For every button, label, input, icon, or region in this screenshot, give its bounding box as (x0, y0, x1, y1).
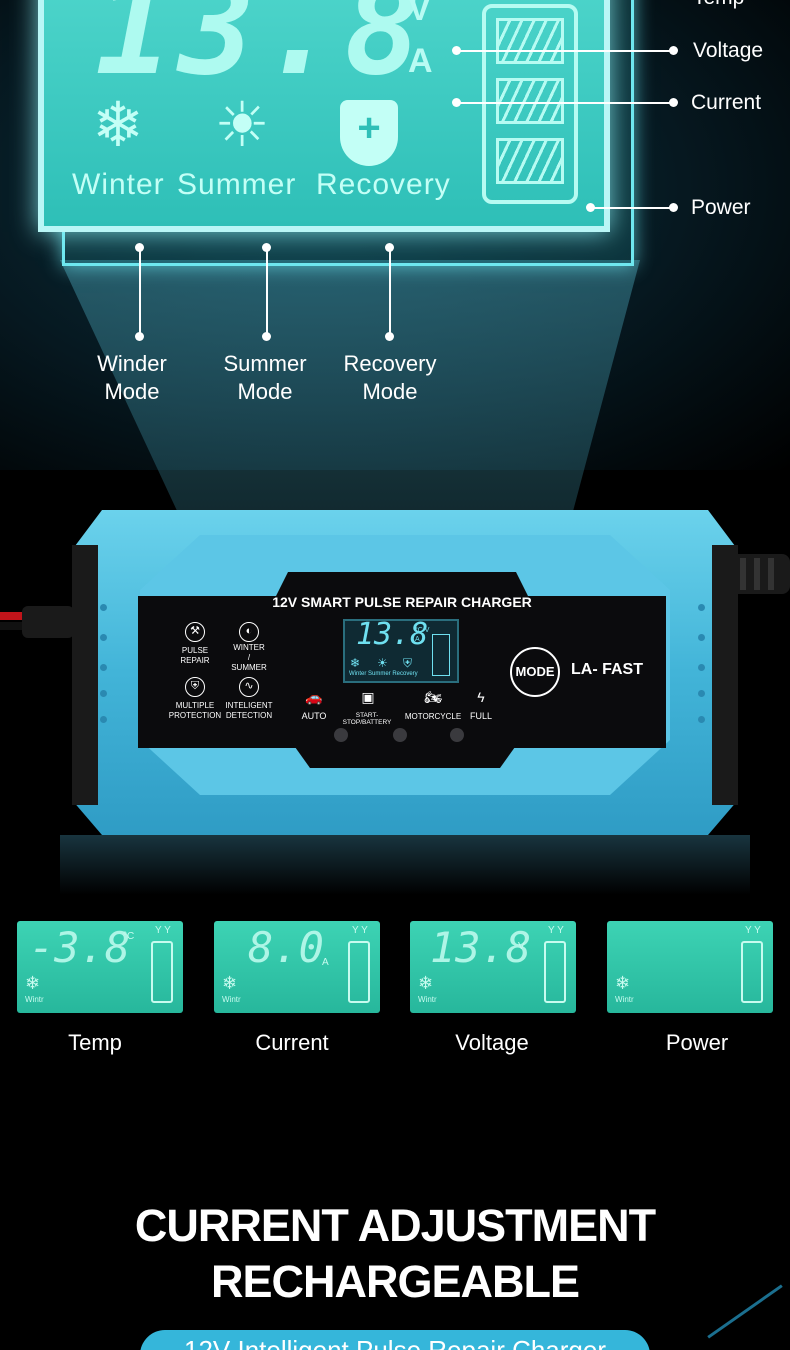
cable-right (730, 554, 790, 594)
battery-gauge (544, 941, 566, 1003)
battery-cell (496, 138, 564, 184)
lightning-icon: ϟ (477, 689, 485, 705)
callout-current: Current (691, 91, 762, 114)
display-tile-voltage: 13.8 V Y Y ❄ Wintr (410, 921, 576, 1013)
lcd-reading: 13.8 (95, 0, 428, 104)
snowflake-icon: ❄ (222, 973, 238, 993)
shield-icon: ⛨ (185, 677, 205, 697)
led-motorcycle (450, 728, 464, 742)
battery-cell (496, 18, 564, 64)
label-winter-summer: WINTER/SUMMER (231, 643, 267, 672)
shield-plus-icon (340, 100, 398, 166)
battery-gauge (348, 941, 370, 1003)
led-start-stop (393, 728, 407, 742)
car-icon: 🚗 (305, 689, 323, 705)
led-auto (334, 728, 348, 742)
callout-power: Power (691, 196, 751, 219)
motorcycle-icon: 🏍 (424, 689, 442, 705)
charger-lcd-modes: Winter Summer Recovery (349, 671, 418, 677)
battery-gauge (151, 941, 173, 1003)
snowflake-icon: ❄ (92, 91, 144, 160)
battery-cell (496, 78, 564, 124)
snowflake-icon: ❄ (418, 973, 434, 993)
lcd-unit-a: A (408, 42, 433, 80)
headline-line2: RECHARGEABLE (210, 1256, 580, 1307)
cable-left (0, 606, 74, 638)
lcd-mode-recovery: Recovery (316, 168, 451, 201)
battery-gauge (741, 941, 763, 1003)
lcd-mode-summer: Summer (177, 168, 297, 201)
charger-lcd-battery (432, 634, 450, 676)
subtitle-pill: 12V Intelligent Pulse Repair Charger (140, 1330, 650, 1350)
callout-temp: Temp (693, 0, 744, 10)
half-circle-icon: ◐ (239, 622, 259, 642)
display-tile-power: Y Y ❄ Wintr (607, 921, 773, 1013)
charger-lcd-units: °C V A (415, 627, 430, 643)
brand-name: LA- FAST (571, 661, 643, 678)
battery-icon: ▣ (361, 689, 375, 705)
tile-label-temp: Temp (68, 1030, 122, 1055)
tile-label-current: Current (255, 1030, 329, 1055)
lcd-unit-v: V (408, 0, 431, 28)
callout-voltage: Voltage (693, 39, 764, 62)
snowflake-icon: ❄ (25, 973, 41, 993)
lcd-mode-winter: Winter (72, 168, 165, 201)
lcd-battery-gauge (482, 4, 578, 204)
wrench-icon: ⚒ (185, 622, 205, 642)
charger-title: 12V SMART PULSE REPAIR CHARGER (272, 594, 532, 610)
shield-plus-icon: ⛨ (403, 656, 413, 670)
pulse-icon: ∿ (239, 677, 259, 697)
snowflake-icon: ❄ (615, 973, 631, 993)
display-tile-current: 8.0 A Y Y ❄ Wintr (214, 921, 380, 1013)
tile-label-power: Power (665, 1030, 729, 1055)
snowflake-icon: ❄ (350, 656, 361, 670)
display-tile-temp: -3.8 °C Y Y ❄ Wintr (17, 921, 183, 1013)
charger-lcd (343, 619, 459, 683)
charger-lcd-reading: 13.8 (356, 617, 429, 652)
indicator-motorcycle: MOTORCYCLE (404, 712, 462, 721)
sun-icon: ☀ (377, 656, 388, 670)
sun-icon: ☀ (214, 91, 270, 160)
indicator-full: FULL (469, 711, 492, 721)
indicator-auto: AUTO (301, 711, 327, 721)
indicator-start-stop: START-STOP/BATTERY (342, 712, 392, 726)
mode-button[interactable]: MODE (510, 647, 560, 697)
tile-label-voltage: Voltage (455, 1030, 529, 1055)
headline-line1: CURRENT ADJUSTMENT (134, 1200, 656, 1251)
